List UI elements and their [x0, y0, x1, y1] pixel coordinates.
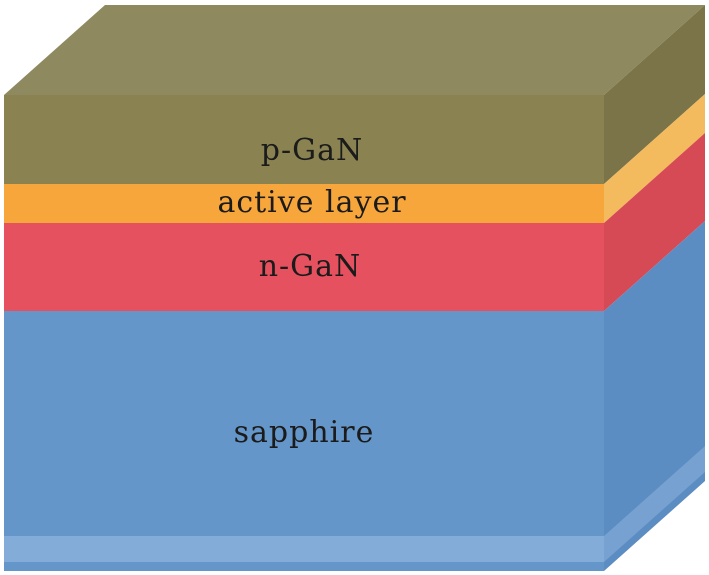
pgan-top-face [4, 5, 705, 95]
sapphire-right-highlight-strip [604, 446, 705, 562]
ngan-label: n-GaN [259, 249, 362, 284]
pgan-right-face [604, 5, 705, 184]
sapphire-label: sapphire [234, 415, 375, 450]
ngan-front-face [4, 223, 604, 311]
pgan-label: p-GaN [261, 133, 363, 168]
sapphire-front-face [4, 311, 604, 571]
active-layer-label: active layer [217, 185, 406, 220]
active-layer-right-face [604, 94, 705, 223]
ngan-right-face [604, 133, 705, 311]
active-layer-front-face [4, 184, 604, 223]
pgan-front-face [4, 95, 604, 184]
sapphire-front-highlight-strip [4, 536, 604, 562]
